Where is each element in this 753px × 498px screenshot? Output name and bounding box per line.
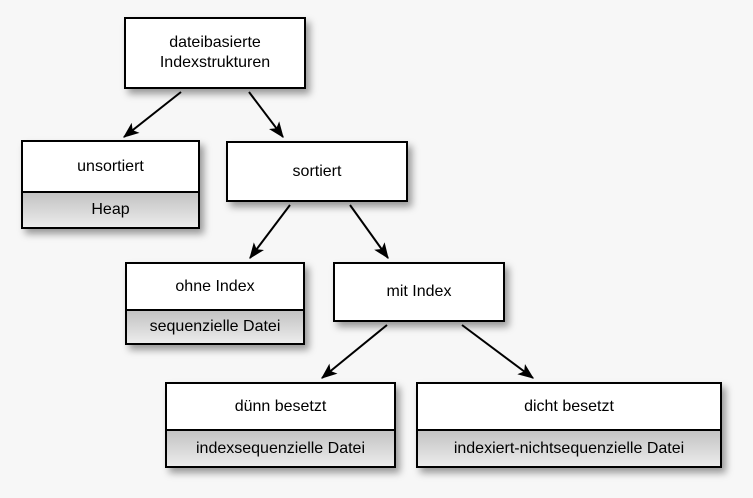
node-sortiert[interactable]: sortiert <box>226 141 408 202</box>
edge-root-to-unsortiert <box>123 91 182 138</box>
node-mit-index-title: mit Index <box>335 264 503 320</box>
node-ohne-index[interactable]: ohne Index sequenzielle Datei <box>125 262 305 345</box>
edge-sortiert-to-mit-index <box>349 204 389 259</box>
edge-sortiert-to-ohne-index <box>249 204 291 259</box>
edge-root-to-sortiert <box>248 91 284 138</box>
node-ohne-index-subtitle: sequenzielle Datei <box>127 309 303 343</box>
edge-mit-index-to-dicht <box>461 324 534 379</box>
node-dicht-besetzt-subtitle: indexiert-nichtsequenzielle Datei <box>418 429 720 466</box>
node-unsortiert-subtitle: Heap <box>23 191 198 227</box>
node-duenn-besetzt-subtitle: indexsequenzielle Datei <box>167 429 394 466</box>
node-mit-index[interactable]: mit Index <box>333 262 505 322</box>
node-ohne-index-title: ohne Index <box>127 264 303 309</box>
node-dicht-besetzt-title: dicht besetzt <box>418 384 720 429</box>
node-unsortiert[interactable]: unsortiert Heap <box>21 140 200 229</box>
edge-mit-index-to-duenn <box>321 324 388 379</box>
node-dicht-besetzt[interactable]: dicht besetzt indexiert-nichtsequenziell… <box>416 382 722 468</box>
node-duenn-besetzt[interactable]: dünn besetzt indexsequenzielle Datei <box>165 382 396 468</box>
node-root[interactable]: dateibasierte Indexstrukturen <box>124 17 306 89</box>
node-duenn-besetzt-title: dünn besetzt <box>167 384 394 429</box>
node-unsortiert-title: unsortiert <box>23 142 198 191</box>
node-root-title: dateibasierte Indexstrukturen <box>126 19 304 87</box>
node-sortiert-title: sortiert <box>228 143 406 200</box>
